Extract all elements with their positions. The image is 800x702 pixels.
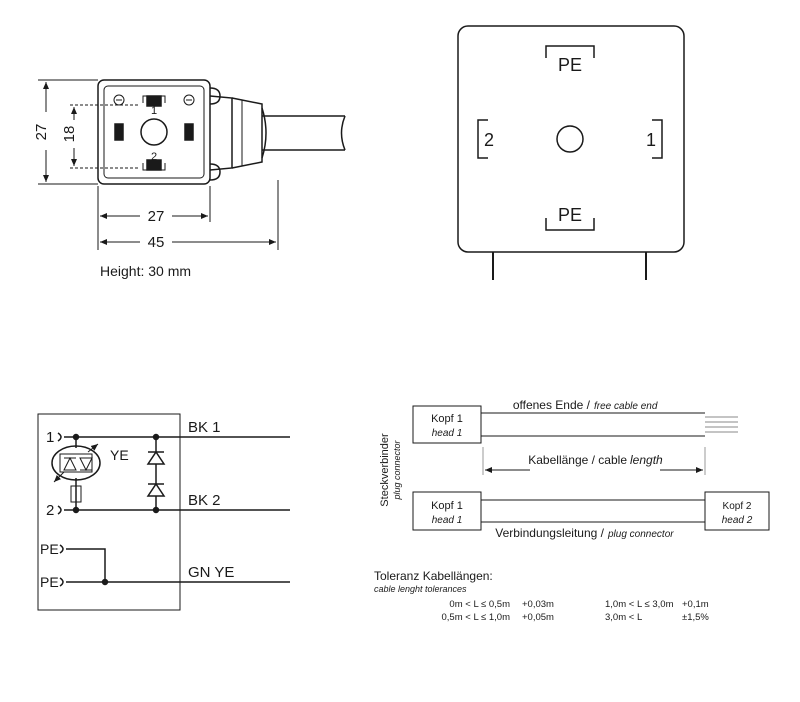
kopf1-top: Kopf 1	[431, 413, 463, 425]
face-pin-left: 2	[484, 130, 494, 150]
tol-range-2: 0,5m < L ≤ 1,0m	[442, 612, 511, 623]
kopf1-box-bottom	[412, 491, 482, 531]
terminal-pe-1: PE	[40, 541, 59, 557]
dim-width-outer: 45	[148, 234, 165, 251]
tol-range2-2: 3,0m < L	[605, 612, 642, 623]
face-pe-top: PE	[558, 55, 582, 75]
dim-height-inner: 18	[61, 126, 78, 143]
cable-side-label-en: plug connector	[392, 439, 402, 500]
wire-bk1: BK 1	[188, 419, 221, 436]
head2: head 2	[722, 515, 753, 526]
dim-width-inner: 27	[148, 208, 165, 225]
length-de: Kabellänge / cable	[528, 453, 627, 467]
resistor	[70, 485, 82, 503]
tolerance-table: 0m < L ≤ 0,5m +0,03m 1,0m < L ≤ 3,0m +0,…	[442, 599, 710, 623]
kopf2-box	[704, 491, 770, 531]
face-outline	[457, 25, 685, 253]
cable-diagram	[412, 405, 770, 531]
kopf1-bottom: Kopf 1	[431, 500, 463, 512]
kopf1-box-top	[412, 405, 482, 444]
head1-bottom: head 1	[432, 515, 463, 526]
circuit-diagram	[37, 413, 290, 611]
terminal-1: 1	[46, 429, 54, 446]
face-pe-bottom: PE	[558, 205, 582, 225]
connection-en: plug connector	[607, 529, 674, 540]
tol-range-1: 0m < L ≤ 0,5m	[449, 599, 510, 610]
free-end-de: offenes Ende /	[513, 398, 591, 412]
free-end-en: free cable end	[594, 401, 658, 412]
connector-face-view	[457, 25, 685, 280]
led-label: YE	[110, 447, 129, 463]
connection-de: Verbindungsleitung /	[495, 526, 604, 540]
circuit-frame	[37, 413, 181, 611]
pin-2-label: 2	[151, 151, 157, 163]
terminal-2: 2	[46, 502, 54, 519]
head1-top: head 1	[432, 428, 463, 439]
cable-side-label: Steckverbinder	[379, 433, 391, 507]
center-hole	[140, 118, 168, 146]
wire-gnye: GN YE	[188, 564, 234, 581]
length-en: length	[630, 453, 663, 467]
tol-value2-1: +0,1m	[682, 599, 709, 610]
connector-plan-drawing	[38, 79, 346, 250]
led-indicator	[51, 445, 101, 481]
terminal-pe-2: PE	[40, 574, 59, 590]
tol-value2-2: ±1,5%	[682, 612, 709, 623]
pin-1-label: 1	[151, 105, 157, 117]
tol-range2-1: 1,0m < L ≤ 3,0m	[605, 599, 674, 610]
dim-height-outer: 27	[33, 124, 50, 141]
tol-value-2: +0,05m	[522, 612, 554, 623]
face-center-hole	[556, 125, 584, 153]
tolerance-subtitle: cable lenght tolerances	[374, 584, 467, 594]
wire-bk2: BK 2	[188, 492, 221, 509]
tol-value-1: +0,03m	[522, 599, 554, 610]
height-note: Height: 30 mm	[100, 263, 191, 279]
connector-housing	[97, 79, 211, 185]
kopf2: Kopf 2	[723, 501, 752, 512]
face-pin-right: 1	[646, 130, 656, 150]
tolerance-title: Toleranz Kabellängen:	[374, 569, 493, 583]
